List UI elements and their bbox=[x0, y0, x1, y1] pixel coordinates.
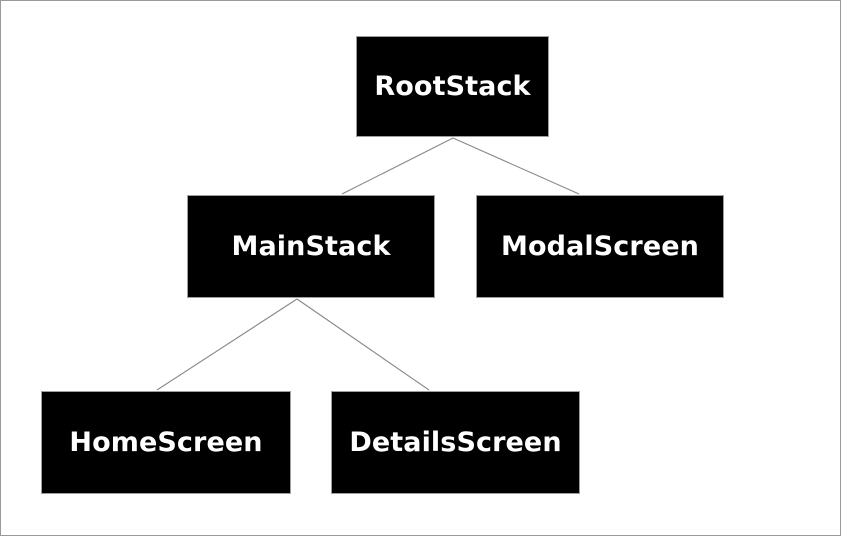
edge-root-to-modal bbox=[452, 137, 580, 195]
node-detailsscreen-label: DetailsScreen bbox=[349, 427, 562, 458]
node-detailsscreen[interactable]: DetailsScreen bbox=[331, 391, 580, 494]
node-rootstack-label: RootStack bbox=[374, 71, 531, 102]
node-modalscreen-label: ModalScreen bbox=[501, 231, 699, 262]
node-homescreen[interactable]: HomeScreen bbox=[41, 391, 291, 494]
edge-root-to-main bbox=[341, 137, 454, 195]
edge-main-to-home bbox=[156, 298, 298, 391]
node-mainstack-label: MainStack bbox=[231, 231, 391, 262]
node-mainstack[interactable]: MainStack bbox=[187, 195, 435, 298]
node-rootstack[interactable]: RootStack bbox=[356, 36, 549, 137]
node-homescreen-label: HomeScreen bbox=[69, 427, 263, 458]
edge-main-to-details bbox=[296, 298, 430, 391]
node-modalscreen[interactable]: ModalScreen bbox=[476, 195, 724, 298]
